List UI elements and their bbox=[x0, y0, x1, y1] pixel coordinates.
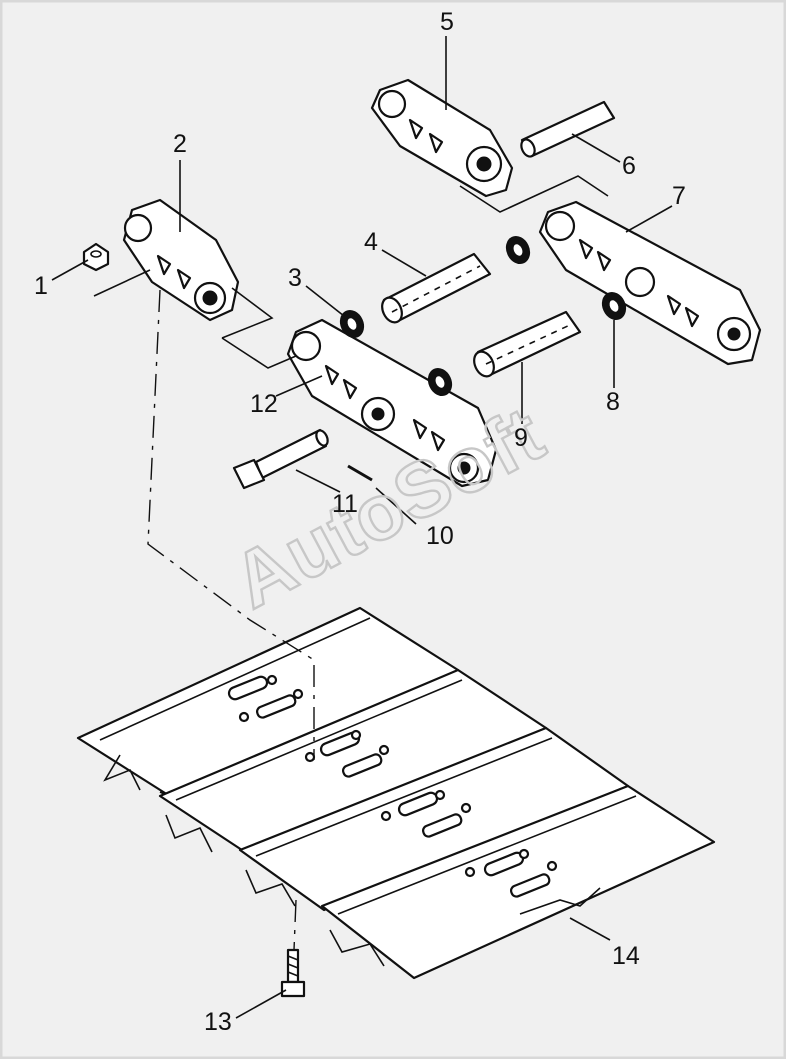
bolt-centerline bbox=[293, 899, 297, 951]
callout-1: 1 bbox=[34, 272, 48, 300]
pin-11 bbox=[232, 428, 329, 490]
assembly-bracket-2 bbox=[93, 269, 297, 369]
pin-6 bbox=[520, 100, 616, 158]
callout-9: 9 bbox=[514, 424, 528, 452]
callout-14: 14 bbox=[612, 942, 640, 970]
track-shoe-plate bbox=[320, 784, 716, 980]
link-2 bbox=[122, 198, 240, 322]
assembly-centerline bbox=[147, 289, 315, 760]
callout-8: 8 bbox=[606, 388, 620, 416]
callout-7: 7 bbox=[672, 182, 686, 210]
callout-4: 4 bbox=[364, 228, 378, 256]
seal-3 bbox=[339, 309, 365, 339]
callout-2: 2 bbox=[173, 130, 187, 158]
callout-6: 6 bbox=[622, 152, 636, 180]
callout-12: 12 bbox=[250, 390, 278, 418]
callout-10: 10 bbox=[426, 522, 454, 550]
callout-5: 5 bbox=[440, 8, 454, 36]
bushing-4 bbox=[381, 252, 492, 324]
link-5 bbox=[370, 78, 514, 198]
callout-3: 3 bbox=[288, 264, 302, 292]
callout-labels: 1 2 3 4 5 6 7 8 9 10 11 12 13 14 bbox=[34, 8, 686, 1036]
assembly-bracket-5 bbox=[459, 175, 609, 213]
callout-13: 13 bbox=[204, 1008, 232, 1036]
spring-pin-10 bbox=[347, 464, 373, 482]
bushing-9 bbox=[473, 310, 582, 378]
seal-9b bbox=[427, 367, 453, 397]
callout-11: 11 bbox=[332, 490, 358, 518]
seal-4b bbox=[505, 235, 531, 265]
link-7 bbox=[538, 200, 762, 366]
leader-lines bbox=[51, 36, 673, 1019]
seal-8 bbox=[601, 291, 627, 321]
nut-1 bbox=[82, 242, 110, 272]
link-12 bbox=[286, 318, 498, 488]
track-shoe-assembly bbox=[76, 606, 716, 980]
track-shoe-plate bbox=[76, 606, 460, 802]
